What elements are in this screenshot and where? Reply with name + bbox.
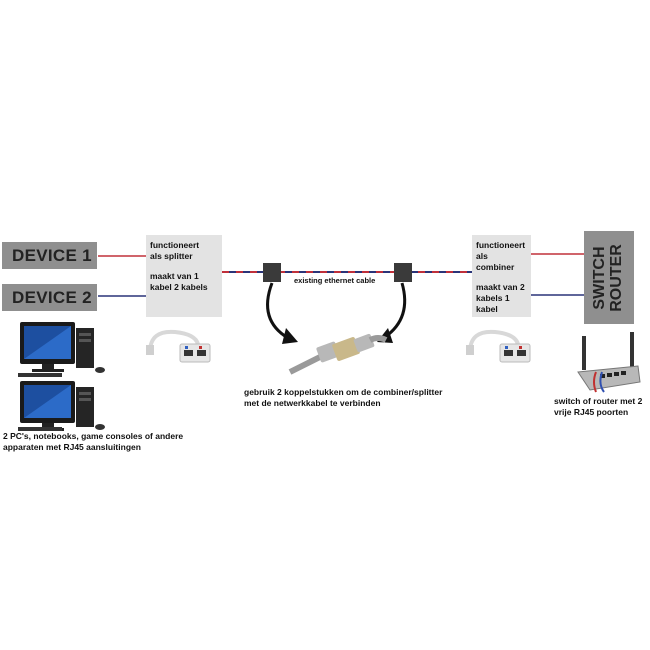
router-caption-line2: vrije RJ45 poorten [554, 407, 629, 418]
coupler-caption-line1: gebruik 2 koppelstukken om de combiner/s… [244, 387, 443, 397]
combiner-note-line2: als combiner [476, 251, 515, 273]
right-combiner-picture [466, 329, 531, 363]
device-2-label: DEVICE 2 [2, 284, 97, 311]
switch-label: SWITCH [591, 245, 609, 310]
router-caption-line1: switch of router met 2 [554, 396, 643, 406]
pc-caption-line1: 2 PC's, notebooks, game consoles of ande… [3, 431, 184, 441]
coupler-caption: gebruik 2 koppelstukken om de combiner/s… [244, 387, 484, 409]
pc-caption: 2 PC's, notebooks, game consoles of ande… [3, 431, 233, 453]
device-1-label: DEVICE 1 [2, 242, 97, 269]
left-splitter-picture [146, 329, 211, 363]
splitter-note-line4: kabel 2 kabels [150, 282, 208, 293]
splitter-note-line3: maakt van 1 [150, 271, 199, 282]
pc-picture-1 [18, 322, 105, 377]
coupler-caption-line2: met de netwerkkabel te verbinden [244, 398, 381, 409]
router-label: ROUTER [608, 243, 625, 312]
splitter-note-box: functioneert als splitter maakt van 1 ka… [146, 235, 222, 317]
left-arrow-head [282, 328, 298, 344]
combiner-note-line1: functioneert [476, 240, 526, 250]
right-coupler-block [394, 263, 412, 282]
splitter-note-line2: als splitter [150, 251, 193, 262]
router-picture [577, 332, 641, 393]
pc-caption-line2: apparaten met RJ45 aansluitingen [3, 442, 141, 453]
coupler-picture [288, 333, 388, 375]
combiner-note-line3: maakt van 2 [476, 282, 525, 293]
existing-cable-label: existing ethernet cable [294, 276, 376, 285]
combiner-note-line4: kabels 1 kabel [476, 293, 510, 315]
switch-router-box: SWITCH ROUTER [584, 231, 634, 324]
left-coupler-block [263, 263, 281, 282]
router-caption: switch of router met 2 vrije RJ45 poorte… [554, 396, 648, 418]
left-curved-arrow [266, 282, 289, 340]
combiner-note-box: functioneert als combiner maakt van 2 ka… [472, 235, 531, 317]
pc-picture-2 [18, 381, 105, 431]
splitter-note-line1: functioneert [150, 240, 200, 250]
